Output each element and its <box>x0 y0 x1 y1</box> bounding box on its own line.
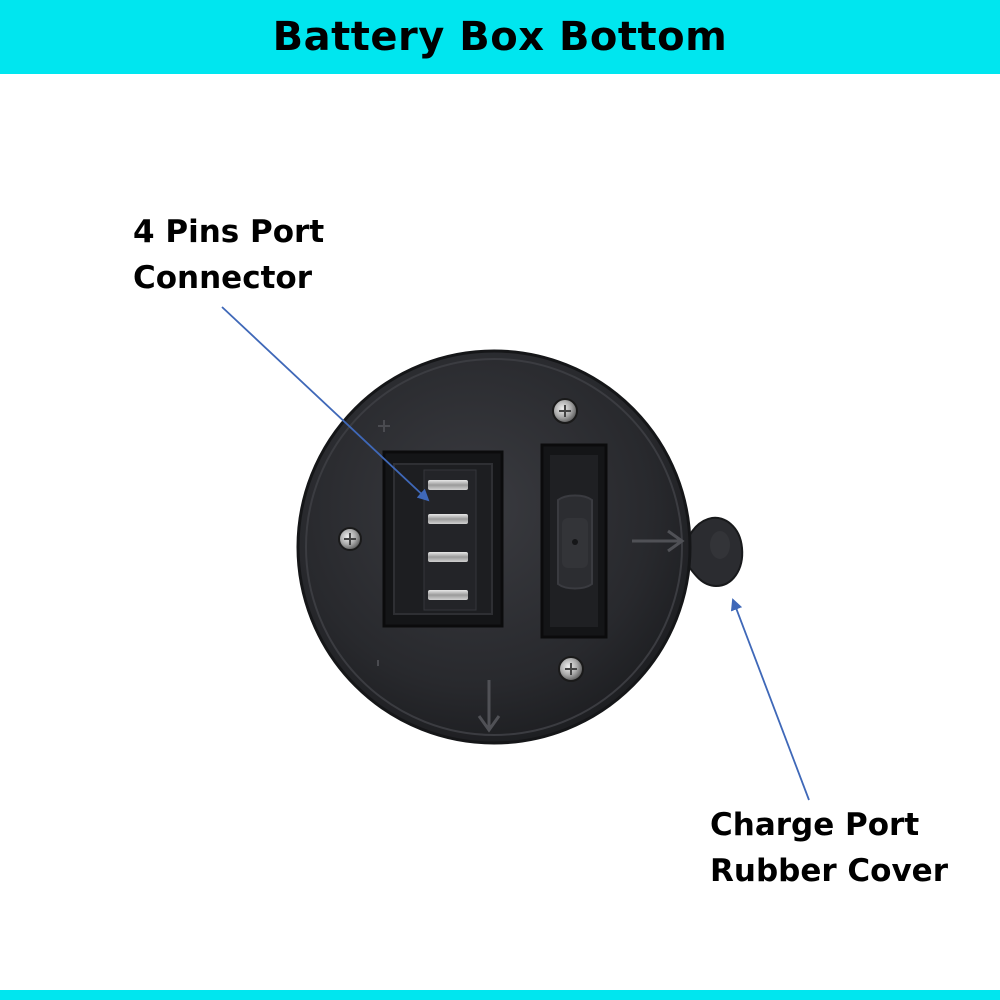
header-banner: Battery Box Bottom <box>0 0 1000 74</box>
cover-callout-line1: Charge Port <box>710 807 920 843</box>
connector-callout-label: 4 Pins Port Connector <box>133 209 324 301</box>
connector-pin <box>428 480 468 490</box>
screw-icon <box>338 527 362 551</box>
rubber-cover-tab <box>683 516 744 588</box>
cover-callout-label: Charge Port Rubber Cover <box>710 802 948 894</box>
connector-callout-line2: Connector <box>133 260 312 296</box>
connector-pin <box>428 552 468 562</box>
connector-leader-line <box>221 306 430 502</box>
arrow-right-icon <box>632 529 685 553</box>
screw-icon <box>558 656 584 682</box>
connector-pin <box>428 590 468 600</box>
cover-callout-line2: Rubber Cover <box>710 853 948 889</box>
connector-pin <box>428 514 468 524</box>
footer-banner <box>0 990 1000 1000</box>
screw-icon <box>552 398 578 424</box>
connector-callout-line1: 4 Pins Port <box>133 214 325 250</box>
housing-rim <box>305 358 683 736</box>
four-pin-connector-port <box>382 450 504 628</box>
latch-slot <box>540 443 608 639</box>
arrow-down-icon <box>477 680 501 733</box>
plus-mark-icon <box>378 420 390 432</box>
cover-leader-line <box>730 598 810 801</box>
page-title: Battery Box Bottom <box>272 14 728 60</box>
